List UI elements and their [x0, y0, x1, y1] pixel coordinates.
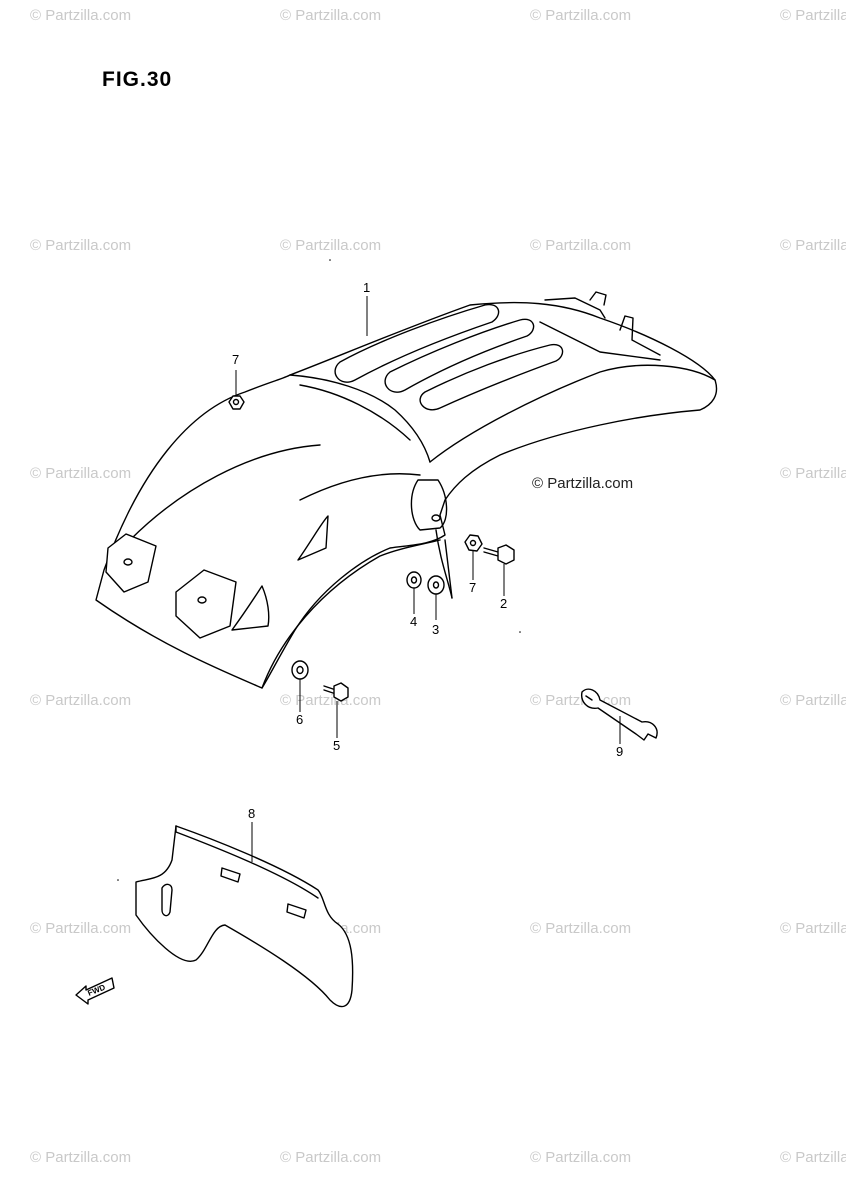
wrench[interactable] [581, 688, 658, 741]
callout-5: 5 [333, 738, 340, 753]
watermark: © Partzilla.com [280, 237, 381, 254]
watermark: © Partzilla.com [780, 237, 846, 254]
watermark: © Partzilla.com [280, 7, 381, 24]
washer-4[interactable] [406, 571, 422, 589]
watermark: © Partzilla.com [530, 237, 631, 254]
bolt-5[interactable] [323, 682, 349, 702]
watermark: © Partzilla.com [780, 1149, 846, 1166]
callout-7-top: 7 [232, 352, 239, 367]
watermark: © Partzilla.com [280, 692, 381, 709]
callout-8: 8 [248, 806, 255, 821]
watermark: © Partzilla.com [530, 692, 631, 709]
callout-2: 2 [500, 596, 507, 611]
front-direction-marker: FWD [75, 977, 115, 1005]
figure-title: FIG.30 [102, 68, 172, 91]
watermark: © Partzilla.com [530, 7, 631, 24]
watermark: © Partzilla.com [530, 920, 631, 937]
bolt-2[interactable] [483, 544, 515, 565]
watermark: © Partzilla.com [30, 465, 131, 482]
callout-4: 4 [410, 614, 417, 629]
callout-6: 6 [296, 712, 303, 727]
watermark: © Partzilla.com [30, 692, 131, 709]
license-plate-bracket[interactable] [135, 825, 354, 1008]
figure-credit: © Partzilla.com [532, 475, 633, 492]
callout-1: 1 [363, 280, 370, 295]
nut-7-side[interactable] [464, 534, 483, 552]
watermark: © Partzilla.com [30, 920, 131, 937]
watermark: © Partzilla.com [780, 920, 846, 937]
callout-9: 9 [616, 744, 623, 759]
watermark: © Partzilla.com [530, 1149, 631, 1166]
watermark: © Partzilla.com [780, 7, 846, 24]
callouts: 1 7 2 7 4 3 6 5 9 8 [232, 280, 623, 862]
watermark: © Partzilla.com [30, 7, 131, 24]
washer-3[interactable] [427, 575, 445, 595]
nut-7-top[interactable] [228, 395, 245, 410]
speck [519, 631, 521, 633]
watermark: © Partzilla.com [30, 1149, 131, 1166]
speck [117, 879, 119, 881]
watermark: © Partzilla.com [780, 465, 846, 482]
rear-fender[interactable] [95, 291, 718, 689]
watermark: © Partzilla.com [280, 1149, 381, 1166]
callout-7-side: 7 [469, 580, 476, 595]
callout-3: 3 [432, 622, 439, 637]
speck [329, 259, 331, 261]
watermark: © Partzilla.com [780, 692, 846, 709]
watermark: © Partzilla.com [30, 237, 131, 254]
watermark-layer: © Partzilla.com © Partzilla.com © Partzi… [30, 7, 846, 1166]
washer-6[interactable] [291, 660, 309, 680]
